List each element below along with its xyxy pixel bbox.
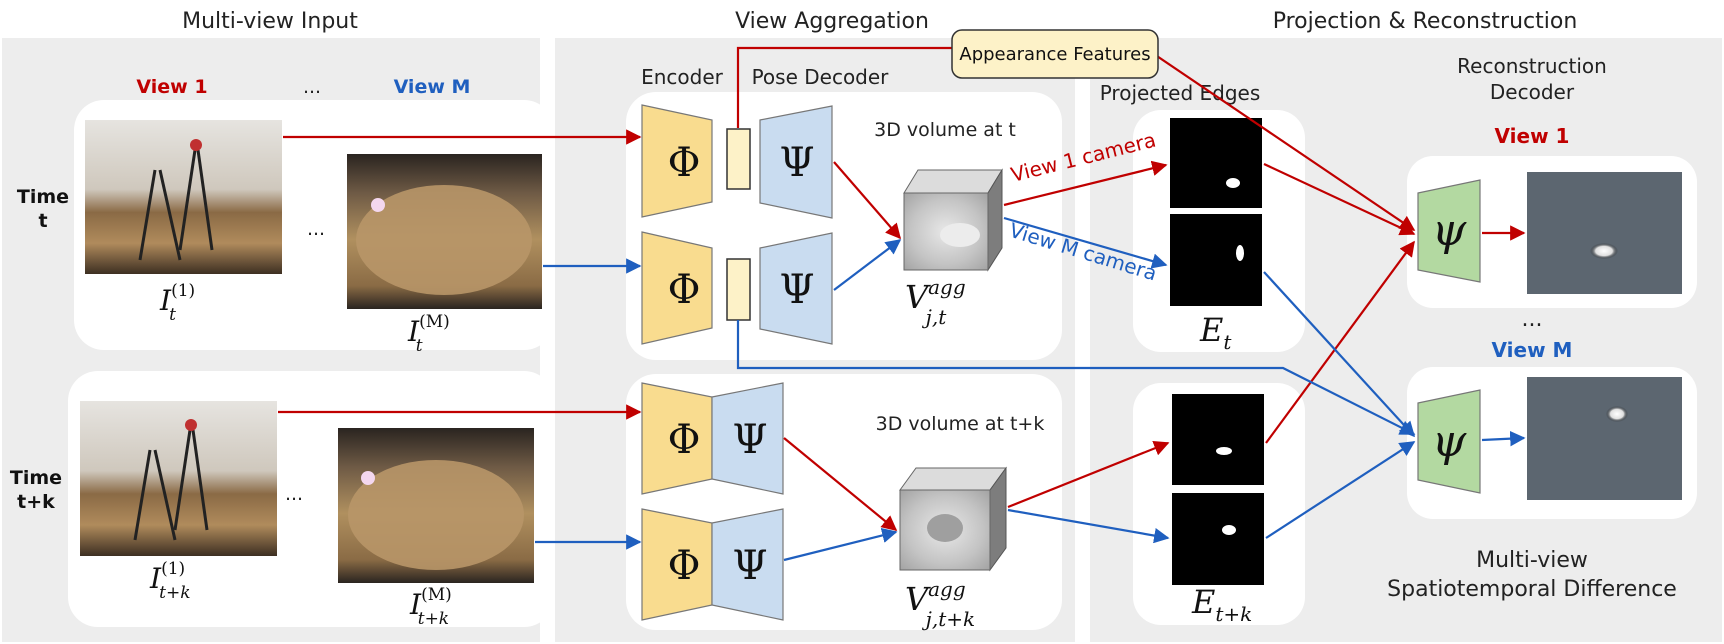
recon-output-view1 bbox=[1527, 172, 1682, 294]
caption-I-view1-t: I(1)t bbox=[159, 281, 195, 325]
arrow-appearance-features bbox=[736, 46, 1416, 231]
arrow-volume-t-edge-view1 bbox=[1003, 160, 1168, 207]
pose-decoder-label: Pose Decoder bbox=[752, 65, 890, 89]
projected-edges-label: Projected Edges bbox=[1100, 81, 1261, 105]
svg-text:Ψ: Ψ bbox=[779, 140, 814, 186]
svg-text:Ψ: Ψ bbox=[732, 417, 767, 463]
recon-decoder-psi-viewM: ψ bbox=[1417, 389, 1481, 494]
time-t-value: t bbox=[38, 210, 47, 232]
arrow-edge-tk-recon1 bbox=[1265, 240, 1415, 444]
view1-arrows bbox=[278, 46, 1526, 531]
decoder-psi-tk1: Ψ bbox=[711, 382, 784, 495]
time-t-label: Time bbox=[17, 186, 69, 208]
image-viewM-tk bbox=[338, 428, 534, 583]
edge-map-viewM-t bbox=[1170, 214, 1262, 306]
recon-output-viewM bbox=[1527, 377, 1682, 500]
edge-map-view1-tk bbox=[1172, 394, 1264, 485]
arrow-psi-tk2-volume bbox=[783, 527, 898, 562]
arrow-edge-t-recon1 bbox=[1263, 163, 1416, 236]
edge-map-view1-t bbox=[1170, 118, 1262, 208]
svg-text:ψ: ψ bbox=[1432, 416, 1467, 467]
feature-t1 bbox=[726, 128, 751, 190]
arrow-volume-t-edge-viewM bbox=[1003, 216, 1168, 269]
svg-text:Φ: Φ bbox=[668, 267, 701, 313]
viewM-arrows bbox=[535, 216, 1526, 562]
time-tk-label: Time bbox=[10, 467, 62, 489]
arrow-edge-t-reconM bbox=[1263, 271, 1416, 438]
arrow-reconM-output bbox=[1481, 430, 1526, 447]
volume-tk bbox=[899, 466, 1007, 572]
view-1-header: View 1 bbox=[136, 76, 207, 98]
feature-t2 bbox=[726, 258, 751, 321]
svg-text:Ψ: Ψ bbox=[732, 543, 767, 589]
volume-t bbox=[903, 168, 1003, 272]
arrow-psi-tk-volume bbox=[783, 437, 898, 531]
caption-I-view1-tk: I(1)t+k bbox=[149, 559, 191, 603]
appearance-features-label: Appearance Features bbox=[959, 44, 1150, 65]
image-viewM-t bbox=[347, 154, 542, 309]
row-t-ellipsis: ... bbox=[307, 218, 325, 240]
view-ellipsis: ... bbox=[303, 76, 321, 98]
recon-view-1-label: View 1 bbox=[1495, 124, 1570, 148]
volume-t-label: 3D volume at t bbox=[874, 119, 1016, 141]
svg-text:ψ: ψ bbox=[1432, 205, 1467, 256]
view-m-header: View M bbox=[394, 76, 471, 98]
decoder-psi-t1: Ψ bbox=[759, 105, 833, 219]
arrow-edge-tk-reconM bbox=[1265, 441, 1416, 539]
volume-tk-label: 3D volume at t+k bbox=[876, 413, 1045, 435]
spatiotemporal-label-1: Multi-view bbox=[1476, 548, 1588, 573]
arrow-feature-to-reconM bbox=[736, 320, 1416, 435]
decoder-psi-t2: Ψ bbox=[759, 232, 833, 345]
section-title-aggregation: View Aggregation bbox=[735, 9, 929, 34]
edge-map-viewM-tk bbox=[1172, 493, 1264, 585]
recon-decoder-label-1: Reconstruction bbox=[1457, 54, 1607, 78]
encoder-label: Encoder bbox=[641, 65, 724, 89]
encoder-phi-t2: Φ bbox=[641, 231, 713, 345]
section-title-projection: Projection & Reconstruction bbox=[1273, 9, 1578, 34]
encoder-phi-tk2: Φ bbox=[641, 508, 713, 621]
recon-ellipsis: ... bbox=[1522, 307, 1543, 332]
encoder-phi-t1: Φ bbox=[641, 104, 713, 218]
time-tk-value: t+k bbox=[17, 491, 55, 513]
decoder-psi-tk2: Ψ bbox=[711, 508, 784, 621]
svg-text:Φ: Φ bbox=[668, 543, 701, 589]
image-view1-t bbox=[85, 120, 282, 274]
edges-t-symbol: Et bbox=[1199, 311, 1232, 354]
arrow-psi-t2-volume bbox=[833, 239, 902, 291]
appearance-features-box bbox=[951, 29, 1159, 79]
caption-I-viewM-t: I(M)t bbox=[407, 312, 450, 356]
spatiotemporal-label-2: Spatiotemporal Difference bbox=[1387, 577, 1677, 602]
arrow-psi-t-volume bbox=[833, 161, 902, 240]
arrow-volume-tk-edge-viewM bbox=[1007, 508, 1170, 544]
recon-view-m-label: View M bbox=[1492, 338, 1573, 362]
svg-text:Φ: Φ bbox=[668, 140, 701, 186]
svg-text:Φ: Φ bbox=[668, 417, 701, 463]
svg-text:Ψ: Ψ bbox=[779, 267, 814, 313]
encoder-phi-tk1: Φ bbox=[641, 382, 713, 495]
arrow-volume-tk-edge-view1 bbox=[1007, 440, 1170, 509]
section-title-input: Multi-view Input bbox=[182, 9, 358, 34]
caption-I-viewM-tk: I(M)t+k bbox=[409, 585, 452, 629]
recon-decoder-psi-view1: ψ bbox=[1417, 179, 1481, 283]
image-view1-tk bbox=[80, 401, 277, 556]
edges-tk-symbol: Et+k bbox=[1191, 583, 1252, 626]
recon-decoder-label-2: Decoder bbox=[1490, 80, 1575, 104]
row-tk-ellipsis: ... bbox=[285, 483, 303, 505]
